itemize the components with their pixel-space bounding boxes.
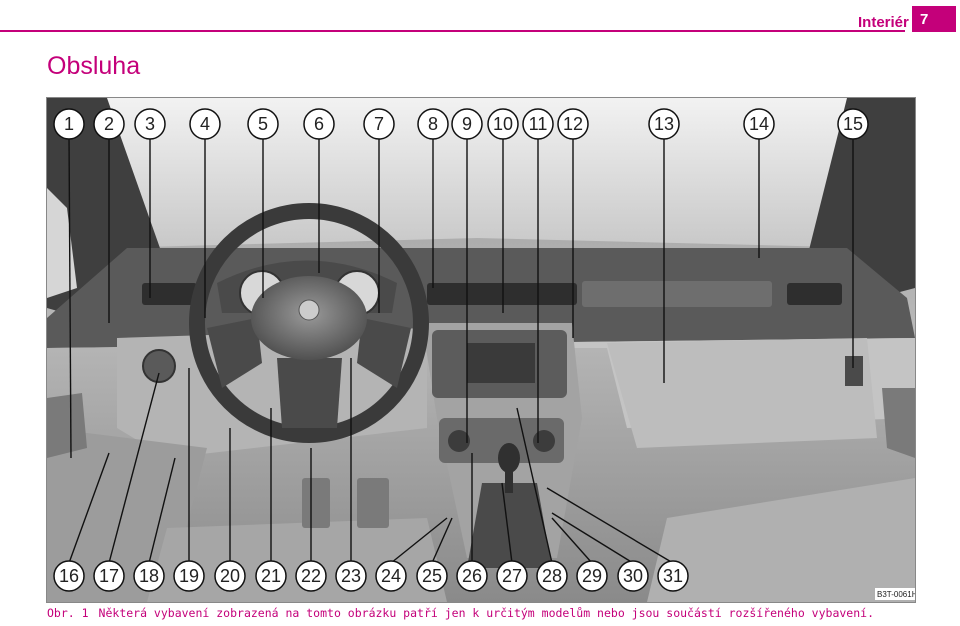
callout-6: 6	[303, 108, 335, 140]
svg-text:31: 31	[663, 566, 683, 586]
callout-25: 25	[416, 560, 448, 592]
callout-1: 1	[53, 108, 85, 140]
climate-knob-left	[448, 430, 470, 452]
svg-text:15: 15	[843, 114, 863, 134]
reference-code-box	[875, 588, 915, 600]
pedal	[302, 478, 330, 528]
callout-23: 23	[335, 560, 367, 592]
right-vent	[787, 283, 842, 305]
left-vent	[142, 283, 197, 305]
caption-text: Některá vybavení zobrazená na tomto obrá…	[98, 606, 874, 620]
callout-30: 30	[617, 560, 649, 592]
callout-4: 4	[189, 108, 221, 140]
caption-label: Obr. 1	[47, 606, 89, 620]
climate-panel	[439, 418, 564, 463]
callout-12: 12	[557, 108, 589, 140]
radio-display	[467, 343, 535, 383]
section-title: Interiér	[858, 14, 909, 31]
callout-26: 26	[456, 560, 488, 592]
glove-box	[607, 338, 877, 448]
svg-text:29: 29	[582, 566, 602, 586]
callout-21: 21	[255, 560, 287, 592]
svg-text:4: 4	[200, 114, 210, 134]
svg-text:24: 24	[381, 566, 401, 586]
reference-code: B3T-0061H	[877, 590, 915, 599]
svg-text:20: 20	[220, 566, 240, 586]
svg-text:27: 27	[502, 566, 522, 586]
svg-text:17: 17	[99, 566, 119, 586]
callout-11: 11	[522, 108, 554, 140]
svg-text:21: 21	[261, 566, 281, 586]
callout-17: 17	[93, 560, 125, 592]
callout-28: 28	[536, 560, 568, 592]
svg-text:6: 6	[314, 114, 324, 134]
callout-lines	[68, 135, 854, 564]
svg-text:11: 11	[529, 114, 548, 134]
steering-wheel	[189, 203, 429, 443]
figure-caption: Obr. 1 Některá vybavení zobrazená na tomt…	[47, 606, 874, 620]
airbag-switch	[845, 356, 863, 386]
svg-text:10: 10	[493, 114, 513, 134]
svg-text:1: 1	[64, 114, 74, 134]
svg-text:26: 26	[462, 566, 482, 586]
svg-text:30: 30	[623, 566, 643, 586]
callout-14: 14	[743, 108, 775, 140]
callout-16: 16	[53, 560, 85, 592]
callout-13: 13	[648, 108, 680, 140]
callout-3: 3	[134, 108, 166, 140]
svg-text:3: 3	[145, 114, 155, 134]
page-number: 7	[912, 6, 956, 32]
svg-text:25: 25	[422, 566, 442, 586]
svg-text:7: 7	[374, 114, 384, 134]
callout-15: 15	[837, 108, 869, 140]
dashboard-illustration: 1 2 3 4 5 6 7 8 9 10 11 12 13 14 15 16 1…	[47, 98, 915, 602]
callout-31: 31	[657, 560, 689, 592]
climate-knob-right	[533, 430, 555, 452]
svg-text:5: 5	[258, 114, 268, 134]
callout-19: 19	[173, 560, 205, 592]
light-switch	[142, 349, 176, 383]
callout-7: 7	[363, 108, 395, 140]
svg-text:22: 22	[301, 566, 321, 586]
callout-27: 27	[496, 560, 528, 592]
callout-29: 29	[576, 560, 608, 592]
svg-text:2: 2	[104, 114, 114, 134]
callout-20: 20	[214, 560, 246, 592]
top-callouts: 1 2 3 4 5 6 7 8 9 10 11 12 13 14 15	[53, 108, 869, 140]
svg-text:13: 13	[654, 114, 674, 134]
bottom-callouts: 16 17 18 19 20 21 22 23 24 25 26 27 28 2…	[53, 560, 689, 592]
svg-text:14: 14	[749, 114, 769, 134]
svg-text:8: 8	[428, 114, 438, 134]
callout-18: 18	[133, 560, 165, 592]
svg-text:28: 28	[542, 566, 562, 586]
page-title: Obsluha	[47, 52, 141, 80]
gear-boot	[467, 483, 552, 568]
svg-text:12: 12	[563, 114, 583, 134]
header-rule	[0, 30, 905, 32]
callout-5: 5	[247, 108, 279, 140]
svg-text:23: 23	[341, 566, 361, 586]
callout-10: 10	[487, 108, 519, 140]
passenger-seat	[647, 478, 915, 602]
center-vents	[427, 283, 577, 305]
callout-2: 2	[93, 108, 125, 140]
svg-text:18: 18	[139, 566, 159, 586]
dashboard-figure: 1 2 3 4 5 6 7 8 9 10 11 12 13 14 15 16 1…	[46, 97, 916, 603]
brand-logo	[298, 299, 320, 321]
callout-9: 9	[451, 108, 483, 140]
callout-8: 8	[417, 108, 449, 140]
svg-text:19: 19	[179, 566, 199, 586]
gear-knob	[498, 443, 520, 473]
callout-24: 24	[375, 560, 407, 592]
callout-22: 22	[295, 560, 327, 592]
svg-text:9: 9	[462, 114, 472, 134]
svg-text:16: 16	[59, 566, 79, 586]
